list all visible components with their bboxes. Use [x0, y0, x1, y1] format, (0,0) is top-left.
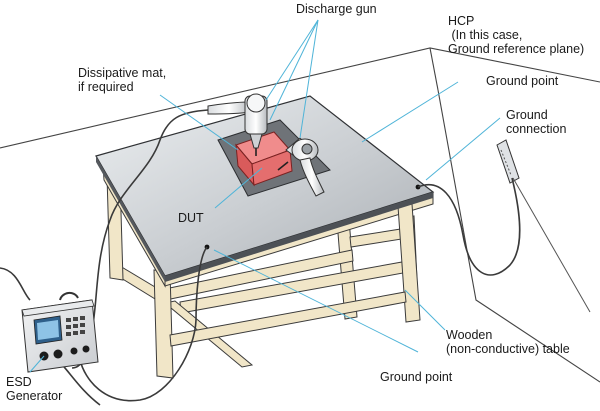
label-hcp: HCP (In this case, Ground reference plan… — [448, 14, 585, 56]
dut-box — [235, 131, 293, 187]
label-discharge-gun: Discharge gun — [296, 2, 377, 16]
esd-generator-device — [21, 292, 99, 373]
room-wall-lines — [0, 47, 600, 383]
label-esd-generator: ESD Generator — [6, 375, 63, 403]
leader-lines — [29, 19, 501, 373]
label-ground-connection: Ground connection — [506, 108, 567, 136]
label-dut: DUT — [178, 211, 204, 225]
label-ground-point-bottom: Ground point — [380, 370, 453, 384]
discharge-gun-angled — [277, 137, 325, 197]
discharge-gun-upright — [207, 93, 268, 156]
label-dissipative-mat: Dissipative mat, if required — [78, 66, 167, 94]
wall-ground-strip — [496, 139, 591, 313]
label-ground-point-top: Ground point — [486, 74, 559, 88]
label-wooden-table: Wooden (non-conductive) table — [446, 328, 570, 356]
